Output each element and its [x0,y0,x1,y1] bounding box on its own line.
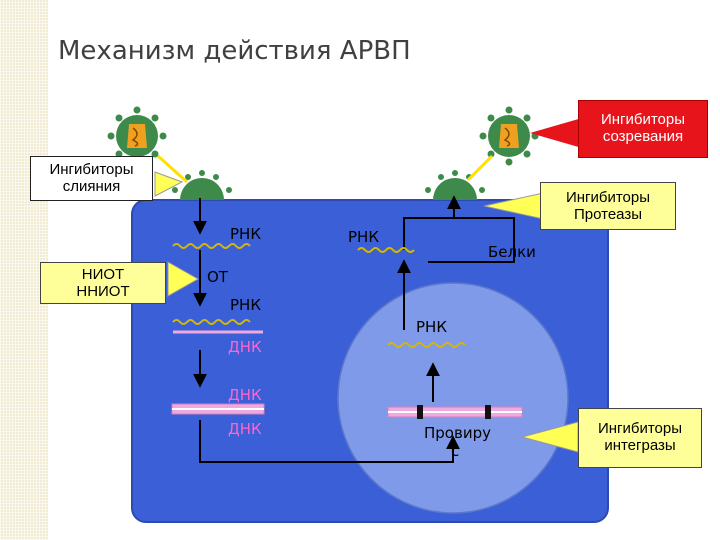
integrase-inhibitors-box: Ингибиторы интегразы [578,408,702,468]
maturation-inhibitor-arrow [530,118,582,148]
rna-label-rt: РНК [230,296,261,314]
page-title: Механизм действия АРВП [58,36,411,66]
rna-strand-nucleus [387,342,466,348]
maturation-inhibitors-line1: Ингибиторы [600,111,686,128]
integration-path [199,420,460,463]
fusion-inhibitors-box: Ингибиторы слияния [30,156,153,201]
fusion-inhibitors-line2: слияния [62,178,121,195]
integrase-inhibitors-line2: интегразы [604,437,676,454]
niot-box: НИОТ ННИОТ [40,262,166,304]
rna-label-entry: РНК [230,225,261,243]
fusion-inhibitors-line1: Ингибиторы [49,161,134,178]
integrase-inhibitors-line1: Ингибиторы [597,420,683,437]
virus-release-bud [425,170,485,200]
protease-inhibitors-line2: Протеазы [573,206,642,223]
rna-strand-cytoplasm [357,247,415,253]
ot-label: ОТ [207,268,228,286]
rna-label-cytoplasm: РНК [348,228,379,246]
dna-label-rt: ДНК [228,338,262,356]
fusion-inhibitor-arrow [154,171,184,197]
dna-label-1: ДНК [228,386,262,404]
protein-path [428,240,515,263]
release-connector-line [466,154,494,182]
virion-left [107,106,167,166]
protease-inhibitors-line1: Ингибиторы [565,189,651,206]
protease-inhibitors-box: Ингибиторы Протеазы [540,182,676,230]
entry-connector-line [156,154,189,184]
virion-right [479,106,539,166]
niot-line1: НИОТ [81,266,125,283]
rna-label-nucleus: РНК [416,318,447,336]
maturation-inhibitors-line2: созревания [602,128,684,145]
maturation-inhibitors-box: Ингибиторы созревания [578,100,708,158]
cell-nucleus [337,282,569,514]
dna-label-2: ДНК [228,420,262,438]
niot-line2: ННИОТ [76,283,130,300]
proteins-label: Белки [488,243,536,261]
rna-strand-rt [172,319,251,325]
rna-strand-entry [172,243,251,249]
niot-inhibitor-arrow [167,261,200,297]
translation-path [403,217,515,250]
provirus-label: Провиру [424,424,491,442]
virus-entry-bud [172,170,232,200]
provirus-label-end: с [451,442,460,460]
